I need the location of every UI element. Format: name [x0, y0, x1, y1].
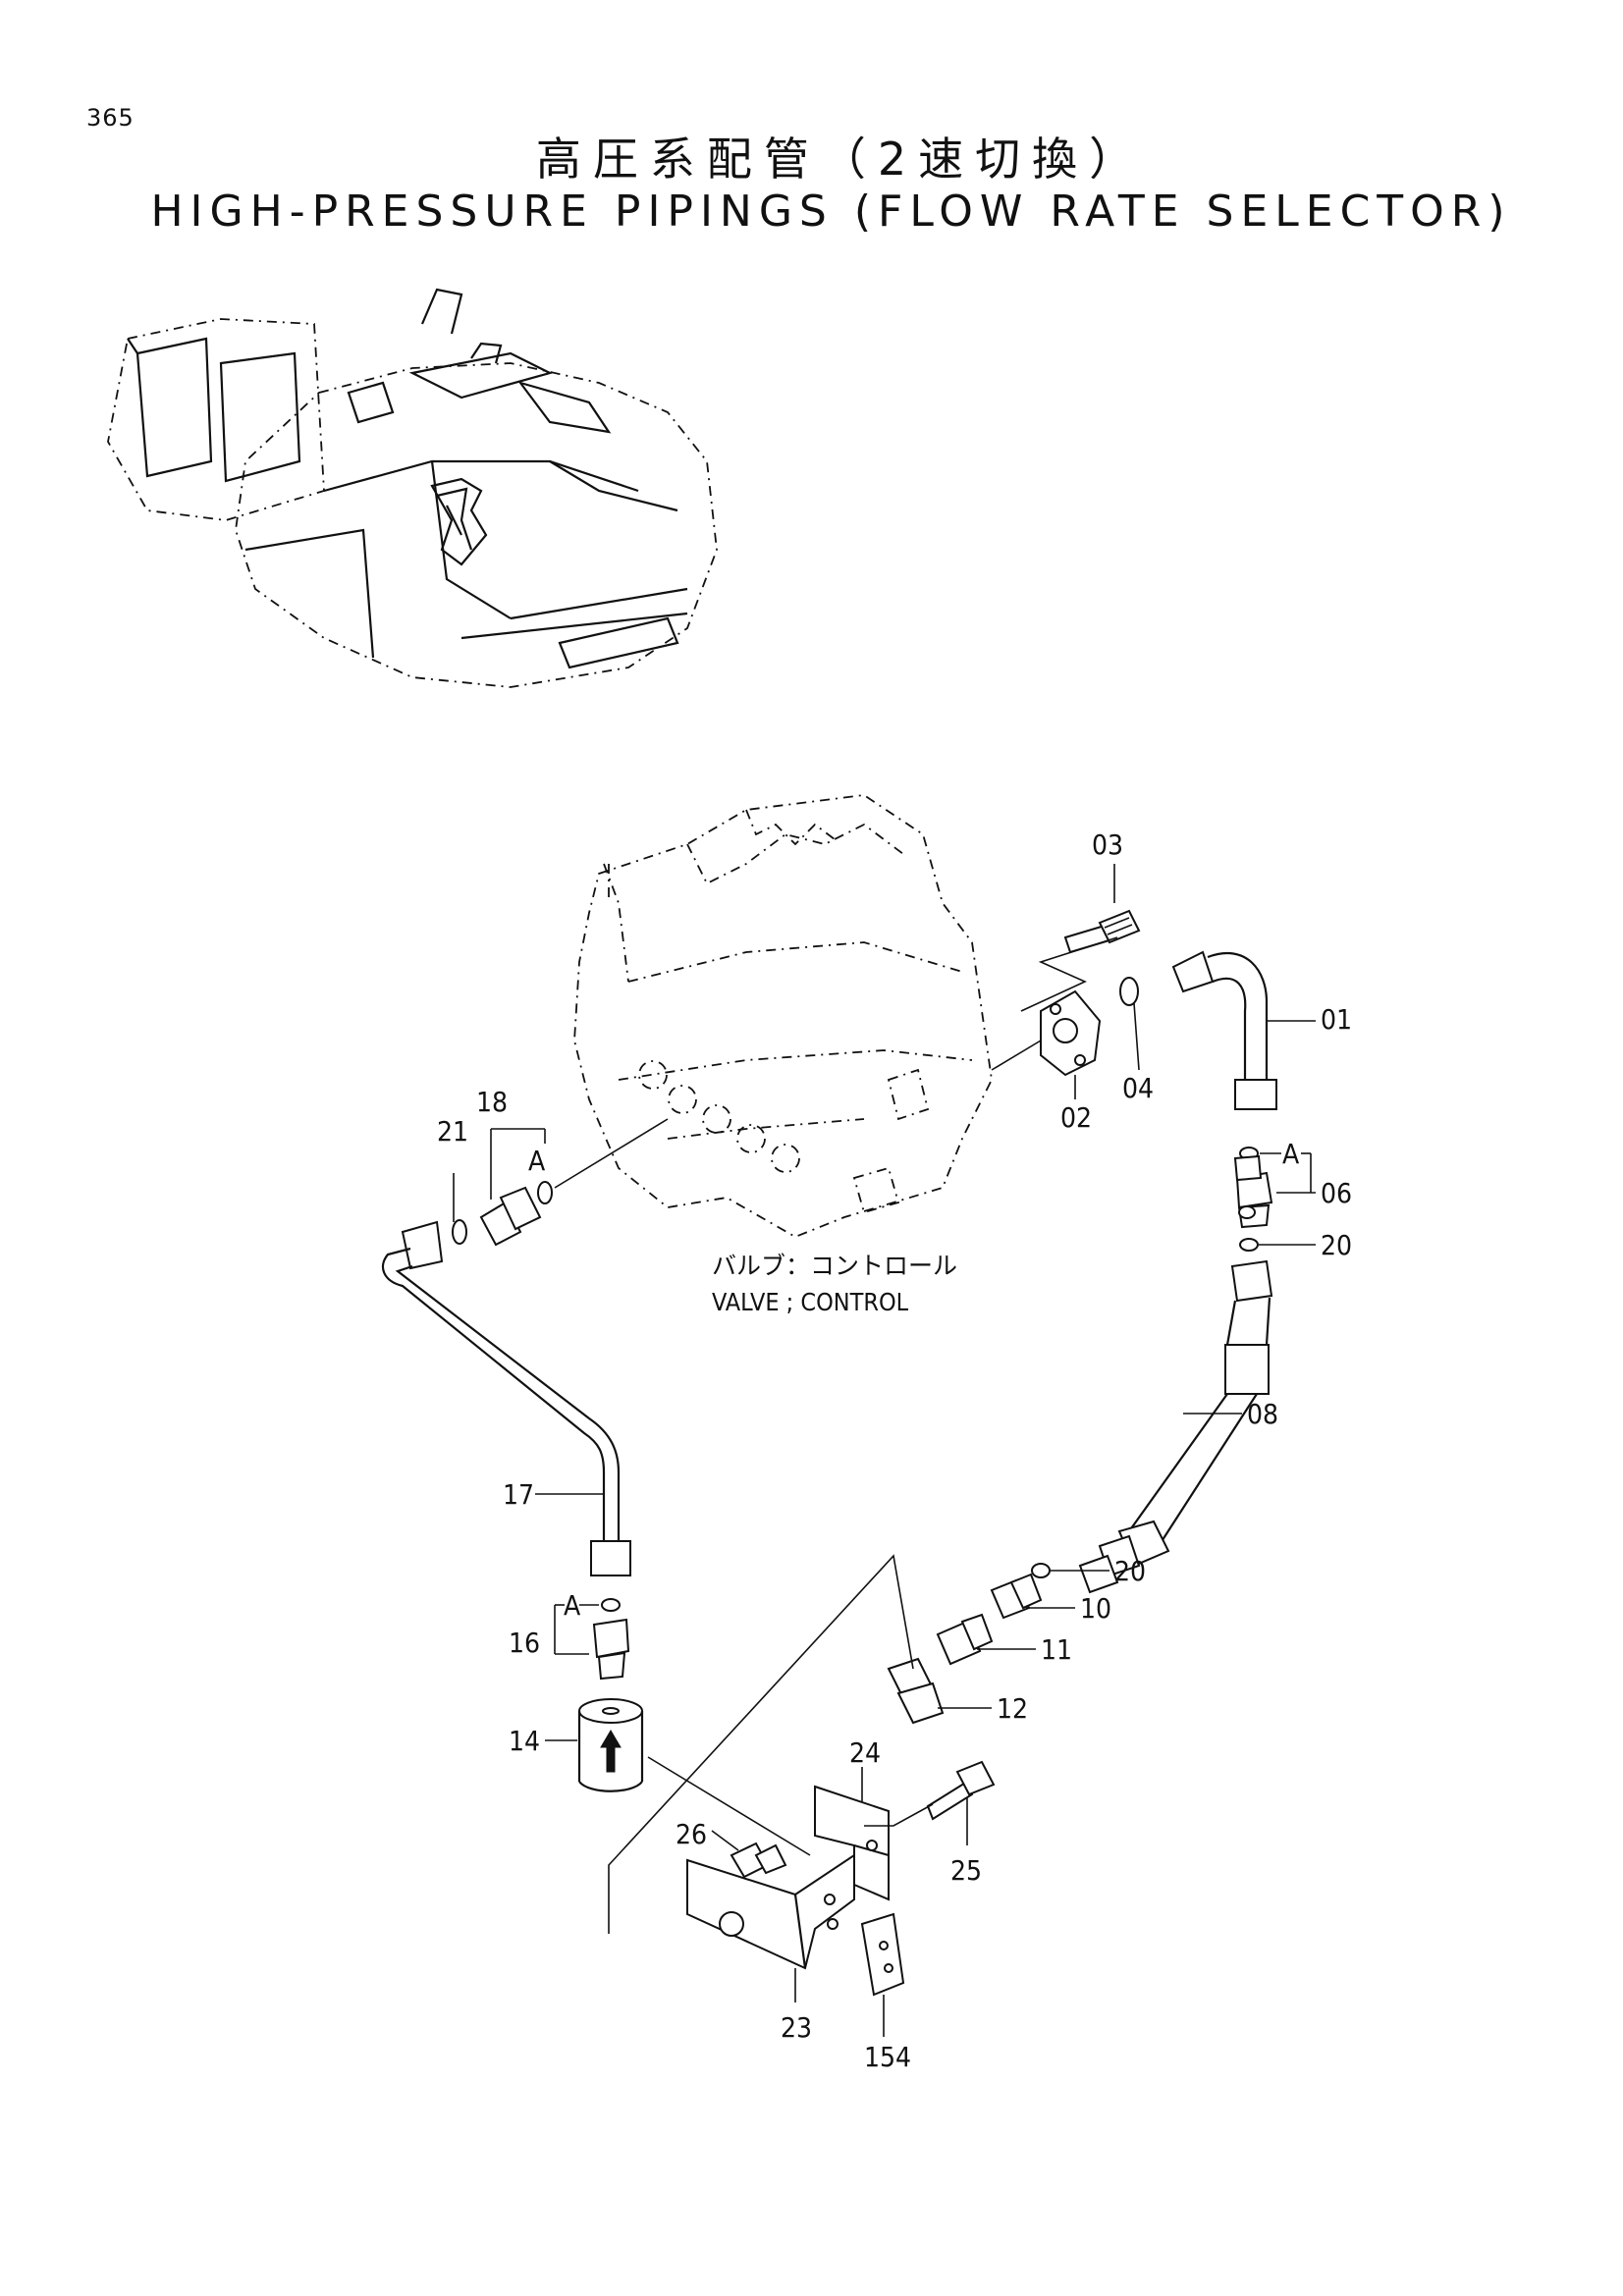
part-25-bolt: [864, 1760, 996, 1827]
callout-154: 154: [864, 2041, 911, 2073]
callout-23: 23: [781, 2011, 812, 2044]
callout-26: 26: [676, 1818, 707, 1850]
callout-25: 25: [950, 1854, 982, 1887]
callout-04: 04: [1122, 1072, 1154, 1104]
callout-16: 16: [509, 1627, 540, 1659]
callout-24: 24: [849, 1736, 881, 1769]
excavator-overview-illustration: [107, 288, 718, 688]
callout-01: 01: [1321, 1003, 1352, 1036]
callout-21: 21: [437, 1115, 468, 1148]
part-23-bracket: [686, 1853, 855, 1970]
group-tag-a-left: A: [528, 1145, 546, 1177]
part-16-adapter: [592, 1618, 630, 1681]
callout-02: 02: [1060, 1101, 1092, 1134]
title-english: HIGH-PRESSURE PIPINGS (FLOW RATE SELECTO…: [150, 187, 1512, 237]
callout-06: 06: [1321, 1177, 1352, 1209]
title-japanese: 高圧系配管（2速切換）: [535, 133, 1147, 186]
part-12-elbow: [887, 1657, 945, 1725]
part-01-elbow-pipe: [1171, 950, 1277, 1110]
callout-20-lower: 20: [1114, 1555, 1146, 1587]
callout-10: 10: [1080, 1592, 1111, 1625]
part-26-screw: [730, 1842, 787, 1879]
part-18-adapter: [479, 1186, 542, 1247]
callout-18: 18: [476, 1086, 508, 1118]
callout-12: 12: [997, 1692, 1028, 1725]
group-a-bracket-lower: [554, 1604, 599, 1655]
part-11-adapter: [936, 1613, 994, 1666]
part-03-bolt: [1020, 909, 1141, 1012]
valve-label-english: VALVE ; CONTROL: [712, 1288, 909, 1316]
group-tag-a-right: A: [1282, 1138, 1300, 1170]
group-a-bracket-right: [1260, 1152, 1316, 1194]
part-02-flange: [1040, 989, 1102, 1077]
callout-03: 03: [1092, 828, 1123, 861]
part-21-oring: [452, 1219, 467, 1245]
part-08-hose: [1078, 1259, 1273, 1594]
group-tag-a-lower: A: [564, 1589, 581, 1622]
callout-17: 17: [503, 1478, 534, 1511]
part-10-adapter: [990, 1573, 1043, 1620]
valve-label-japanese: バルブ：コントロール: [712, 1252, 957, 1280]
part-154-nut-plate: [860, 1912, 905, 1997]
callout-14: 14: [509, 1725, 540, 1757]
group-a-bracket-left: [490, 1128, 546, 1200]
part-18-oring-a: [537, 1181, 553, 1204]
part-16-oring: [601, 1598, 621, 1612]
part-04-oring: [1119, 977, 1139, 1006]
callout-08: 08: [1247, 1398, 1278, 1430]
part-20-oring-lower: [1031, 1563, 1051, 1578]
control-valve-body: [573, 794, 993, 1238]
callout-11: 11: [1041, 1633, 1072, 1666]
callout-20-upper: 20: [1321, 1229, 1352, 1261]
part-20-oring-upper: [1239, 1238, 1259, 1252]
part-06-adapter-right: [1233, 1147, 1273, 1229]
part-17-pipe: [381, 1220, 631, 1576]
page-number: 365: [86, 104, 135, 132]
part-14-check-valve: [577, 1698, 644, 1792]
